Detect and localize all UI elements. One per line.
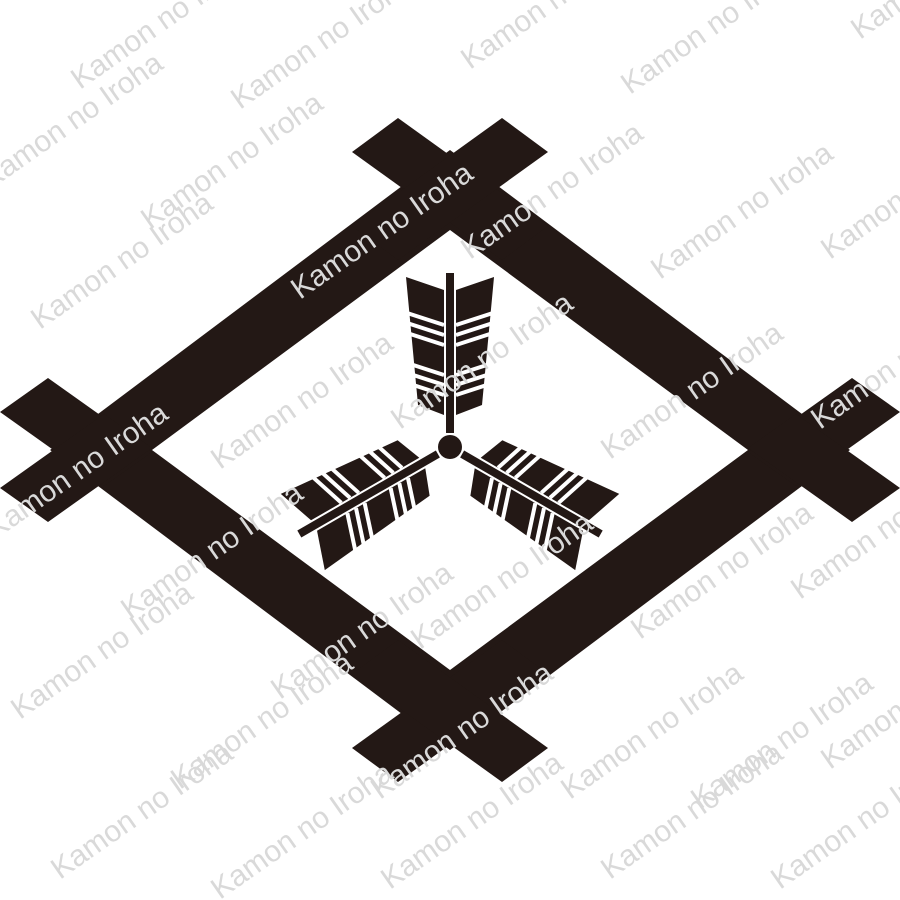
- arrow-right: [440, 415, 623, 573]
- three-arrows-icon: [277, 273, 623, 573]
- arrow-left: [277, 415, 460, 573]
- arrow-top: [402, 273, 498, 433]
- diamond-frame-icon: [0, 118, 900, 782]
- arrow-hub: [438, 435, 462, 459]
